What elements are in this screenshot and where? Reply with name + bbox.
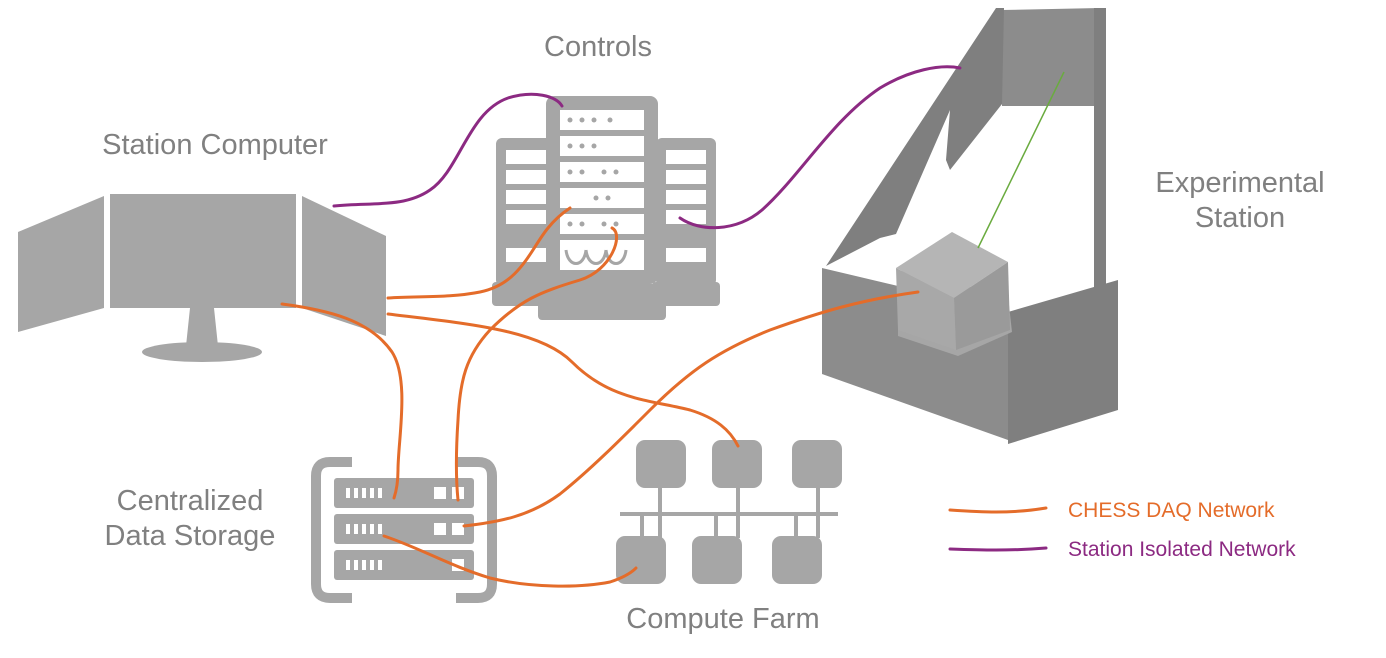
legend: [948, 506, 1048, 552]
experimental-station-icon: [822, 8, 1118, 444]
compute-farm-icon: [616, 440, 842, 584]
daq-link-computer-farm: [386, 312, 740, 448]
legend-swatch-isolated: [948, 546, 1048, 552]
centralized-storage-icon: [311, 457, 497, 603]
experimental-station-label: Experimental Station: [1155, 167, 1325, 234]
daq-link-storage-farm: [382, 534, 638, 588]
compute-farm-label: Compute Farm: [626, 603, 820, 635]
station-computer-label: Station Computer: [102, 129, 328, 161]
controls-rack-icon: [492, 96, 720, 320]
daq-link-controls-storage: [455, 226, 618, 502]
centralized-storage-label: Centralized Data Storage: [104, 485, 276, 552]
daq-link-computer-controls: [386, 206, 572, 300]
legend-label-isolated: Station Isolated Network: [1068, 538, 1296, 561]
legend-swatch-daq: [948, 506, 1048, 514]
controls-label: Controls: [544, 31, 652, 63]
station-computer-icon: [18, 194, 386, 362]
isolated-link-controls-station: [678, 65, 962, 230]
legend-label-daq: CHESS DAQ Network: [1068, 499, 1275, 522]
daq-link-computer-storage: [280, 302, 404, 500]
daq-link-station-storage: [462, 290, 920, 528]
isolated-link-computer-controls: [332, 92, 564, 208]
